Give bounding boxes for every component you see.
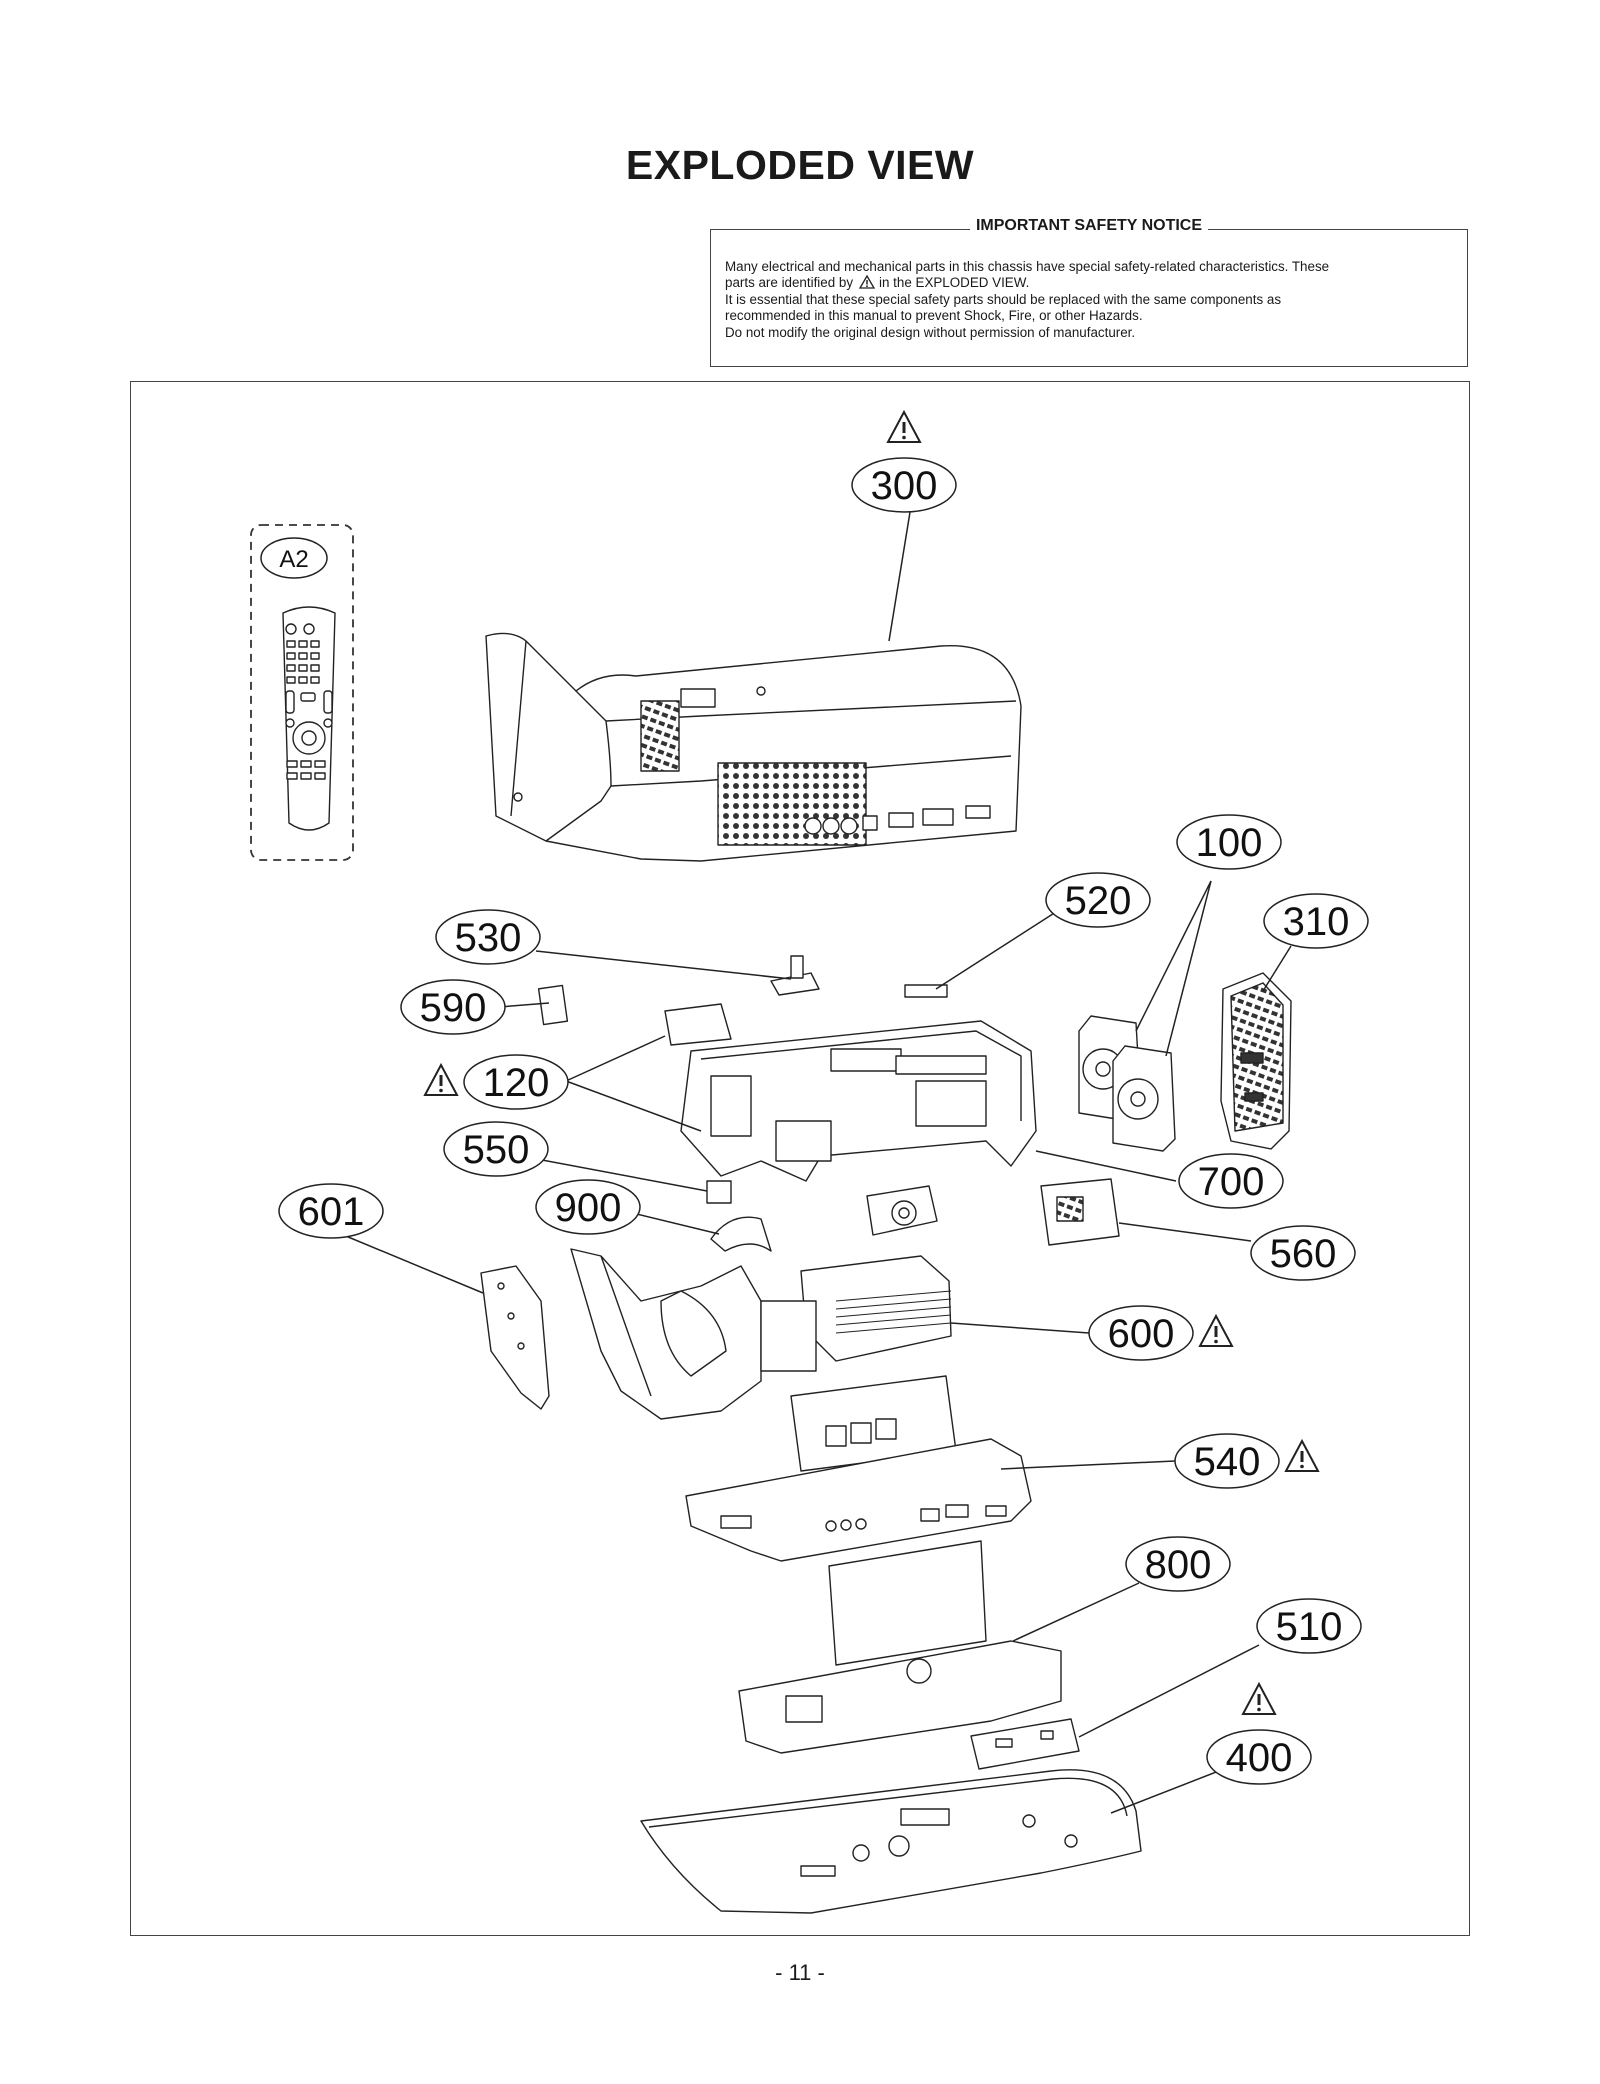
callouts <box>260 457 1369 1785</box>
part-120 <box>664 1003 732 1046</box>
warning-triangle-icon <box>1241 1682 1277 1716</box>
warning-triangle-icon <box>1284 1439 1320 1473</box>
callout-550: 550 <box>463 1128 530 1172</box>
bottom-cover-part <box>640 1769 1142 1914</box>
leader-lines <box>340 505 1292 1814</box>
safety-notice-box: IMPORTANT SAFETY NOTICE Many electrical … <box>710 217 1468 367</box>
page-title: EXPLODED VIEW <box>625 142 975 188</box>
callout-100: 100 <box>1196 821 1263 865</box>
callout-300: 300 <box>871 464 938 508</box>
notice-line-2: parts are identified by in the EXPLODED V… <box>725 275 1453 291</box>
part-530 <box>770 955 820 996</box>
exploded-view-svg: 300 A2 100 520 310 530 590 120 550 700 6… <box>250 410 1369 1914</box>
top-cover-part <box>485 632 1022 862</box>
exploded-view-diagram: 300 A2 100 520 310 530 590 120 550 700 6… <box>130 381 1470 1936</box>
fan-parts <box>1078 1015 1176 1152</box>
lens-module-part <box>866 1185 938 1236</box>
callout-120: 120 <box>483 1061 550 1105</box>
callout-540: 540 <box>1194 1440 1261 1484</box>
notice-line-1: Many electrical and mechanical parts in … <box>725 259 1330 274</box>
light-engine-part <box>570 1248 952 1420</box>
warning-triangle-icon <box>423 1063 459 1097</box>
callout-310: 310 <box>1283 900 1350 944</box>
callout-590: 590 <box>420 986 487 1030</box>
callout-530: 530 <box>455 916 522 960</box>
notice-line-2a: parts are identified by <box>725 275 854 291</box>
part-550 <box>706 1180 732 1204</box>
notice-line-5: Do not modify the original design withou… <box>725 324 1136 340</box>
part-590 <box>537 984 569 1026</box>
main-board-part <box>685 1375 1032 1562</box>
bracket-601-part <box>480 1265 550 1410</box>
notice-line-3: It is essential that these special safet… <box>725 291 1282 307</box>
board-510-part <box>970 1718 1080 1770</box>
callout-700: 700 <box>1198 1160 1265 1204</box>
callout-510: 510 <box>1276 1605 1343 1649</box>
warning-triangle-icon <box>859 275 876 290</box>
callout-601: 601 <box>298 1190 365 1234</box>
warning-triangle-icon <box>886 410 922 444</box>
callout-900: 900 <box>555 1186 622 1230</box>
board-560-part <box>1040 1178 1120 1246</box>
notice-line-2b: in the EXPLODED VIEW. <box>879 275 1030 291</box>
shield-plate-part <box>738 1540 1062 1754</box>
safety-notice-heading: IMPORTANT SAFETY NOTICE <box>969 217 1209 234</box>
main-frame-part <box>680 1020 1037 1182</box>
callout-400: 400 <box>1226 1736 1293 1780</box>
remote-control-part <box>250 524 354 861</box>
vent-panel-part <box>1220 972 1292 1150</box>
safety-notice-text: Many electrical and mechanical parts in … <box>725 259 1453 341</box>
notice-line-4: recommended in this manual to prevent Sh… <box>725 308 1143 324</box>
callout-520: 520 <box>1065 879 1132 923</box>
callout-560: 560 <box>1270 1232 1337 1276</box>
callout-800: 800 <box>1145 1543 1212 1587</box>
callout-a2: A2 <box>279 546 308 573</box>
callout-600: 600 <box>1108 1312 1175 1356</box>
page-number: - 11 - <box>775 1960 825 1985</box>
part-900 <box>710 1216 772 1252</box>
warning-triangle-icon <box>1198 1314 1234 1348</box>
